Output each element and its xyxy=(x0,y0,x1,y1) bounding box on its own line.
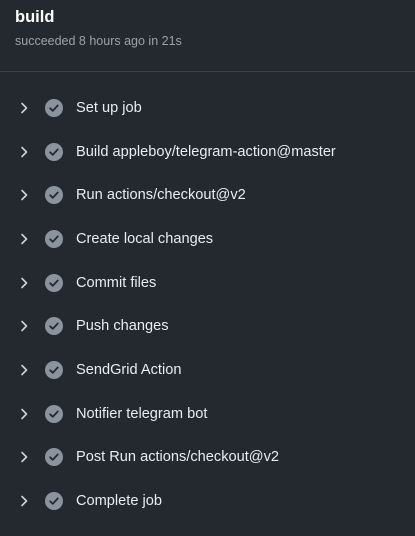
chevron-right-icon[interactable] xyxy=(18,320,30,332)
check-circle-icon xyxy=(45,273,63,292)
check-circle-icon xyxy=(45,229,63,248)
step-label: SendGrid Action xyxy=(76,361,182,378)
step-label: Run actions/checkout@v2 xyxy=(76,187,246,204)
chevron-right-icon[interactable] xyxy=(18,364,30,376)
chevron-right-icon[interactable] xyxy=(18,233,30,245)
steps-list: Set up job Build appleboy/telegram-actio… xyxy=(0,72,415,523)
chevron-right-icon[interactable] xyxy=(18,495,30,507)
step-label: Post Run actions/checkout@v2 xyxy=(76,449,280,466)
check-circle-icon xyxy=(45,317,63,336)
check-circle-icon xyxy=(45,360,63,379)
step-row-push-changes[interactable]: Push changes xyxy=(0,304,415,348)
step-row-build-telegram-action[interactable]: Build appleboy/telegram-action@master xyxy=(0,130,415,174)
step-label: Notifier telegram bot xyxy=(76,405,208,422)
chevron-right-icon[interactable] xyxy=(18,408,30,420)
step-label: Commit files xyxy=(76,274,157,291)
step-label: Push changes xyxy=(76,318,169,335)
step-label: Create local changes xyxy=(76,230,214,247)
step-row-create-local-changes[interactable]: Create local changes xyxy=(0,217,415,261)
check-circle-icon xyxy=(45,492,63,511)
step-row-run-checkout[interactable]: Run actions/checkout@v2 xyxy=(0,173,415,217)
chevron-right-icon[interactable] xyxy=(18,277,30,289)
step-label: Complete job xyxy=(76,493,162,510)
step-row-commit-files[interactable]: Commit files xyxy=(0,261,415,305)
check-circle-icon xyxy=(45,186,63,205)
step-label: Build appleboy/telegram-action@master xyxy=(76,143,336,160)
job-title: build xyxy=(15,8,55,26)
check-circle-icon xyxy=(45,98,63,117)
step-label: Set up job xyxy=(76,99,142,116)
step-row-sendgrid-action[interactable]: SendGrid Action xyxy=(0,348,415,392)
chevron-right-icon[interactable] xyxy=(18,189,30,201)
chevron-right-icon[interactable] xyxy=(18,146,30,158)
check-circle-icon xyxy=(45,404,63,423)
step-row-post-run-checkout[interactable]: Post Run actions/checkout@v2 xyxy=(0,436,415,480)
chevron-right-icon[interactable] xyxy=(18,102,30,114)
step-row-notifier-telegram-bot[interactable]: Notifier telegram bot xyxy=(0,392,415,436)
step-row-set-up-job[interactable]: Set up job xyxy=(0,86,415,130)
job-status-line: succeeded 8 hours ago in 21s xyxy=(15,34,182,48)
job-header: build succeeded 8 hours ago in 21s xyxy=(0,0,415,72)
chevron-right-icon[interactable] xyxy=(18,451,30,463)
check-circle-icon xyxy=(45,448,63,467)
step-row-complete-job[interactable]: Complete job xyxy=(0,479,415,523)
check-circle-icon xyxy=(45,142,63,161)
